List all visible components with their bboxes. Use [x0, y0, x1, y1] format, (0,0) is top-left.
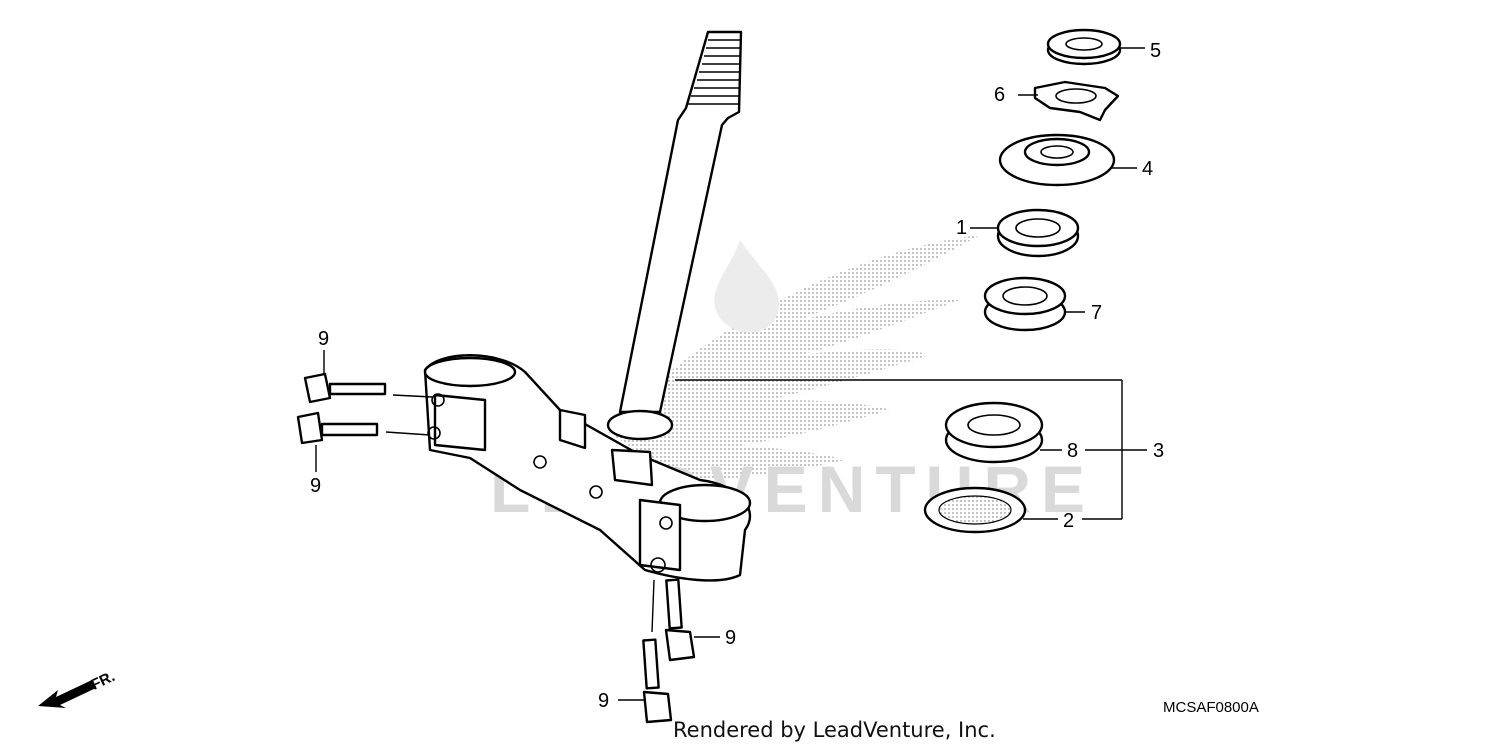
steering-stem [606, 30, 743, 441]
bolt-lower-right [664, 578, 696, 662]
roller-bearing-upper [983, 276, 1067, 332]
bolt-bottom [642, 579, 673, 724]
callout-9-right: 9 [725, 627, 736, 649]
lower-dust-seal [923, 486, 1027, 534]
callout-9-top: 9 [318, 328, 329, 350]
callout-6: 6 [994, 84, 1005, 106]
adjusting-nut [998, 133, 1116, 187]
roller-bearing-lower [944, 401, 1044, 464]
bottom-bridge [423, 354, 752, 582]
honda-wing-watermark [605, 235, 980, 480]
diagram-code: MCSAF0800A [1163, 699, 1259, 716]
callout-8: 8 [1067, 440, 1078, 462]
leader-lines [315, 47, 1147, 701]
lock-washer [1033, 80, 1120, 122]
callout-2: 2 [1063, 510, 1074, 532]
bolt-upper-left [303, 372, 433, 404]
callout-7: 7 [1091, 302, 1102, 324]
callout-1: 1 [956, 217, 967, 239]
callout-3: 3 [1153, 440, 1164, 462]
callout-9-bottom: 9 [598, 690, 609, 712]
bolt-middle-left [296, 411, 431, 445]
credit-text: Rendered by LeadVenture, Inc. [673, 718, 996, 742]
callout-9-left: 9 [310, 475, 321, 497]
front-direction-arrow-icon [38, 680, 96, 708]
lock-nut [1046, 28, 1122, 66]
callout-4: 4 [1142, 158, 1153, 180]
direction-label: FR. [89, 668, 118, 694]
callout-5: 5 [1150, 40, 1161, 62]
dust-seal [996, 208, 1080, 258]
